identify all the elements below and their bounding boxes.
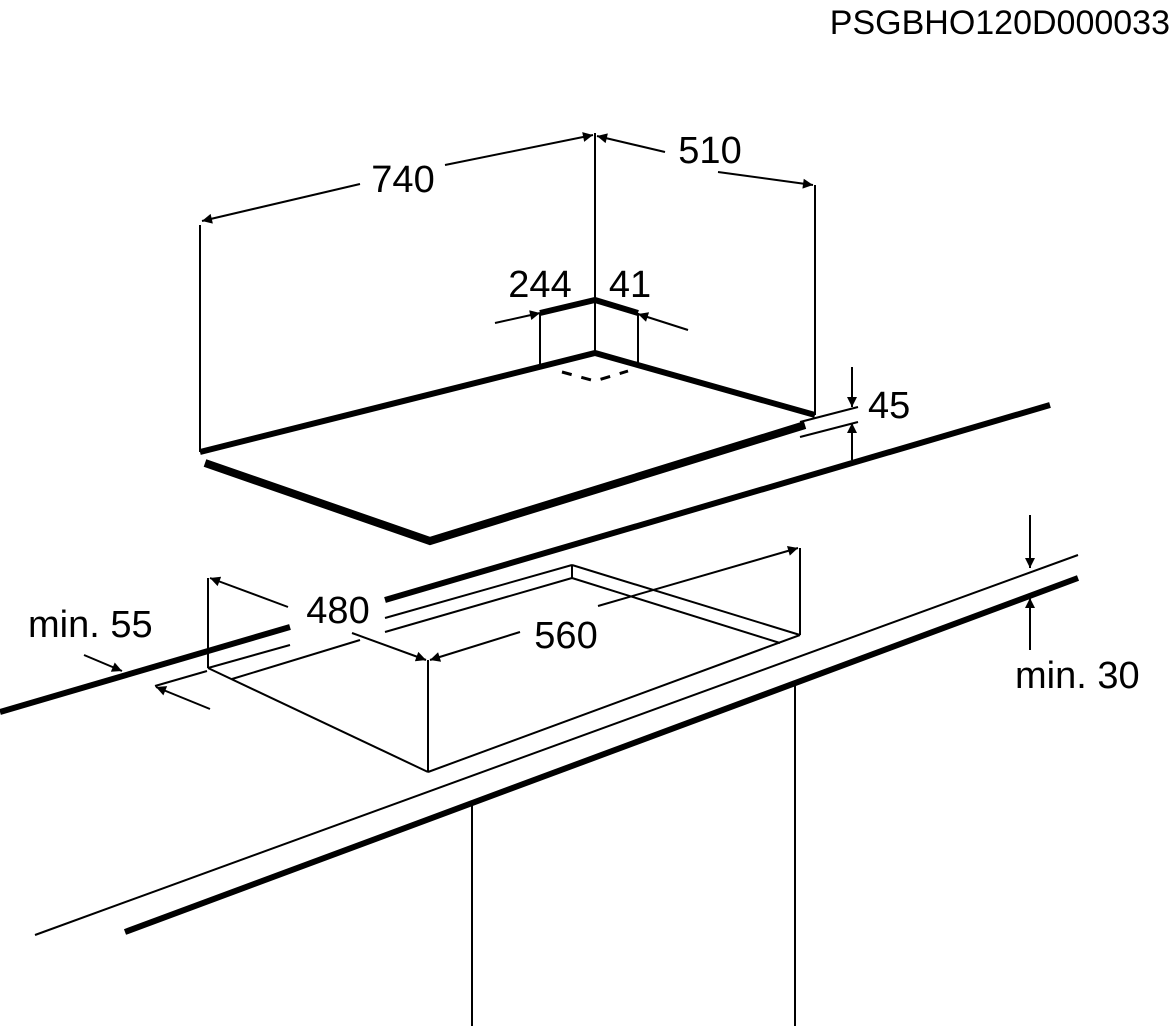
cutout (207, 548, 801, 773)
drawing-code: PSGBHO120D000033 (830, 4, 1170, 42)
dimension-depth: 510 (596, 130, 814, 189)
min-front-label: min. 55 (28, 604, 153, 646)
dimension-height: 45 (799, 367, 910, 460)
min-worktop-label: min. 30 (1015, 655, 1140, 697)
dimension-min-front: min. 55 (28, 604, 211, 710)
cutout-depth-label: 480 (306, 590, 369, 632)
depth-label: 510 (678, 130, 741, 172)
height-label: 45 (868, 385, 910, 427)
dimension-cutout-depth: 480 (209, 576, 427, 662)
worktop (0, 402, 1080, 1026)
dimension-cutout-width: 560 (429, 545, 799, 662)
hob (199, 133, 816, 546)
gas-inlet-right-label: 41 (609, 264, 651, 306)
dimension-gas-inlet: 244 41 (494, 264, 689, 331)
gas-inlet-left-label: 244 (508, 264, 571, 306)
cutout-width-label: 560 (534, 615, 597, 657)
width-label: 740 (371, 159, 434, 201)
dimension-width: 740 (201, 132, 594, 224)
dimension-min-worktop: min. 30 (1015, 515, 1140, 697)
